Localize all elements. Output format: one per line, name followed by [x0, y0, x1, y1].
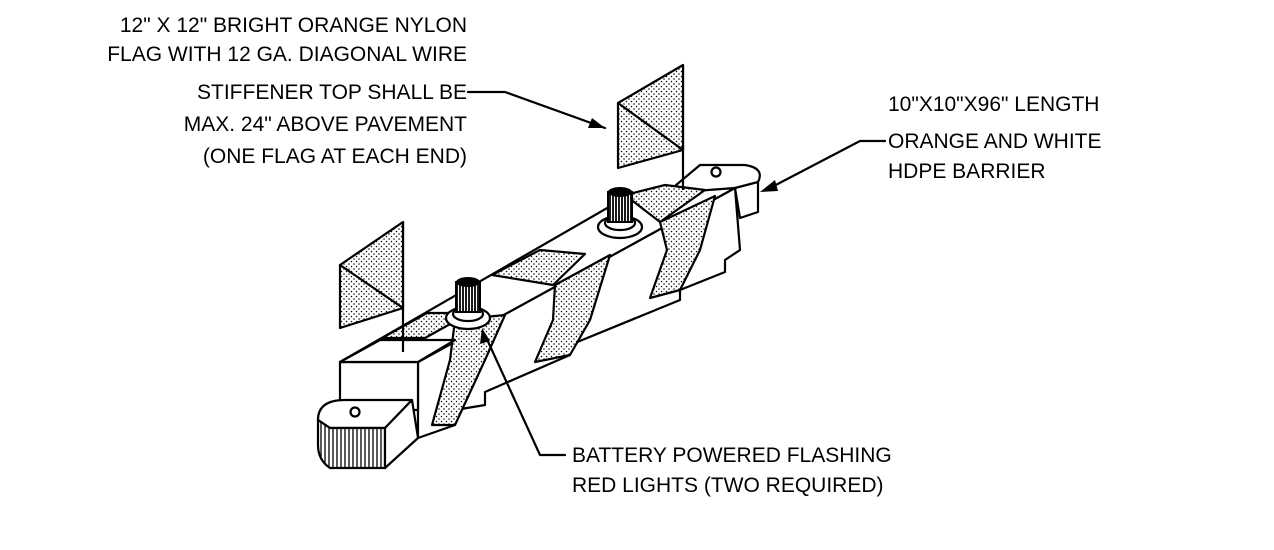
side-band-3 [648, 194, 717, 300]
top-band-3 [623, 183, 707, 224]
barrier-callout: 10"X10"X96" LENGTH ORANGE AND WHITE HDPE… [888, 93, 1102, 183]
top-band-2 [490, 248, 587, 287]
leader-lights [480, 328, 567, 457]
flashing-light-near [444, 277, 492, 331]
flag-callout-line-3: STIFFENER TOP SHALL BE [197, 81, 467, 104]
flag-callout-line-1: 12" X 12" BRIGHT ORANGE NYLON [120, 14, 467, 37]
leader-flag [466, 90, 607, 130]
side-band-1 [430, 313, 507, 427]
lights-callout-line-1: BATTERY POWERED FLASHING [572, 444, 892, 467]
barrier-callout-line-2: ORANGE AND WHITE [888, 130, 1102, 153]
lights-callout-line-2: RED LIGHTS (TWO REQUIRED) [572, 474, 884, 497]
barrier-callout-line-1: 10"X10"X96" LENGTH [888, 93, 1099, 116]
flag-far [616, 63, 685, 190]
far-end-face [733, 180, 760, 220]
near-end-box-top [338, 338, 457, 364]
flag-callout: 12" X 12" BRIGHT ORANGE NYLON FLAG WITH … [107, 14, 467, 168]
flashing-light-far [596, 187, 644, 240]
side-band-2 [533, 253, 612, 364]
hdpe-barrier [316, 163, 761, 470]
flag-callout-line-2: FLAG WITH 12 GA. DIAGONAL WIRE [107, 43, 467, 66]
near-tab-side [383, 398, 420, 470]
flag-callout-line-5: (ONE FLAG AT EACH END) [203, 145, 467, 168]
leader-barrier [760, 139, 887, 192]
near-tab-ribbed-edge [316, 417, 387, 470]
near-tab-hole [349, 406, 361, 418]
flag-callout-line-4: MAX. 24" ABOVE PAVEMENT [184, 113, 467, 136]
flag-near [338, 220, 405, 352]
barrier-callout-line-3: HDPE BARRIER [888, 160, 1046, 183]
far-tab-hole [710, 166, 722, 178]
lights-callout: BATTERY POWERED FLASHING RED LIGHTS (TWO… [572, 444, 892, 497]
